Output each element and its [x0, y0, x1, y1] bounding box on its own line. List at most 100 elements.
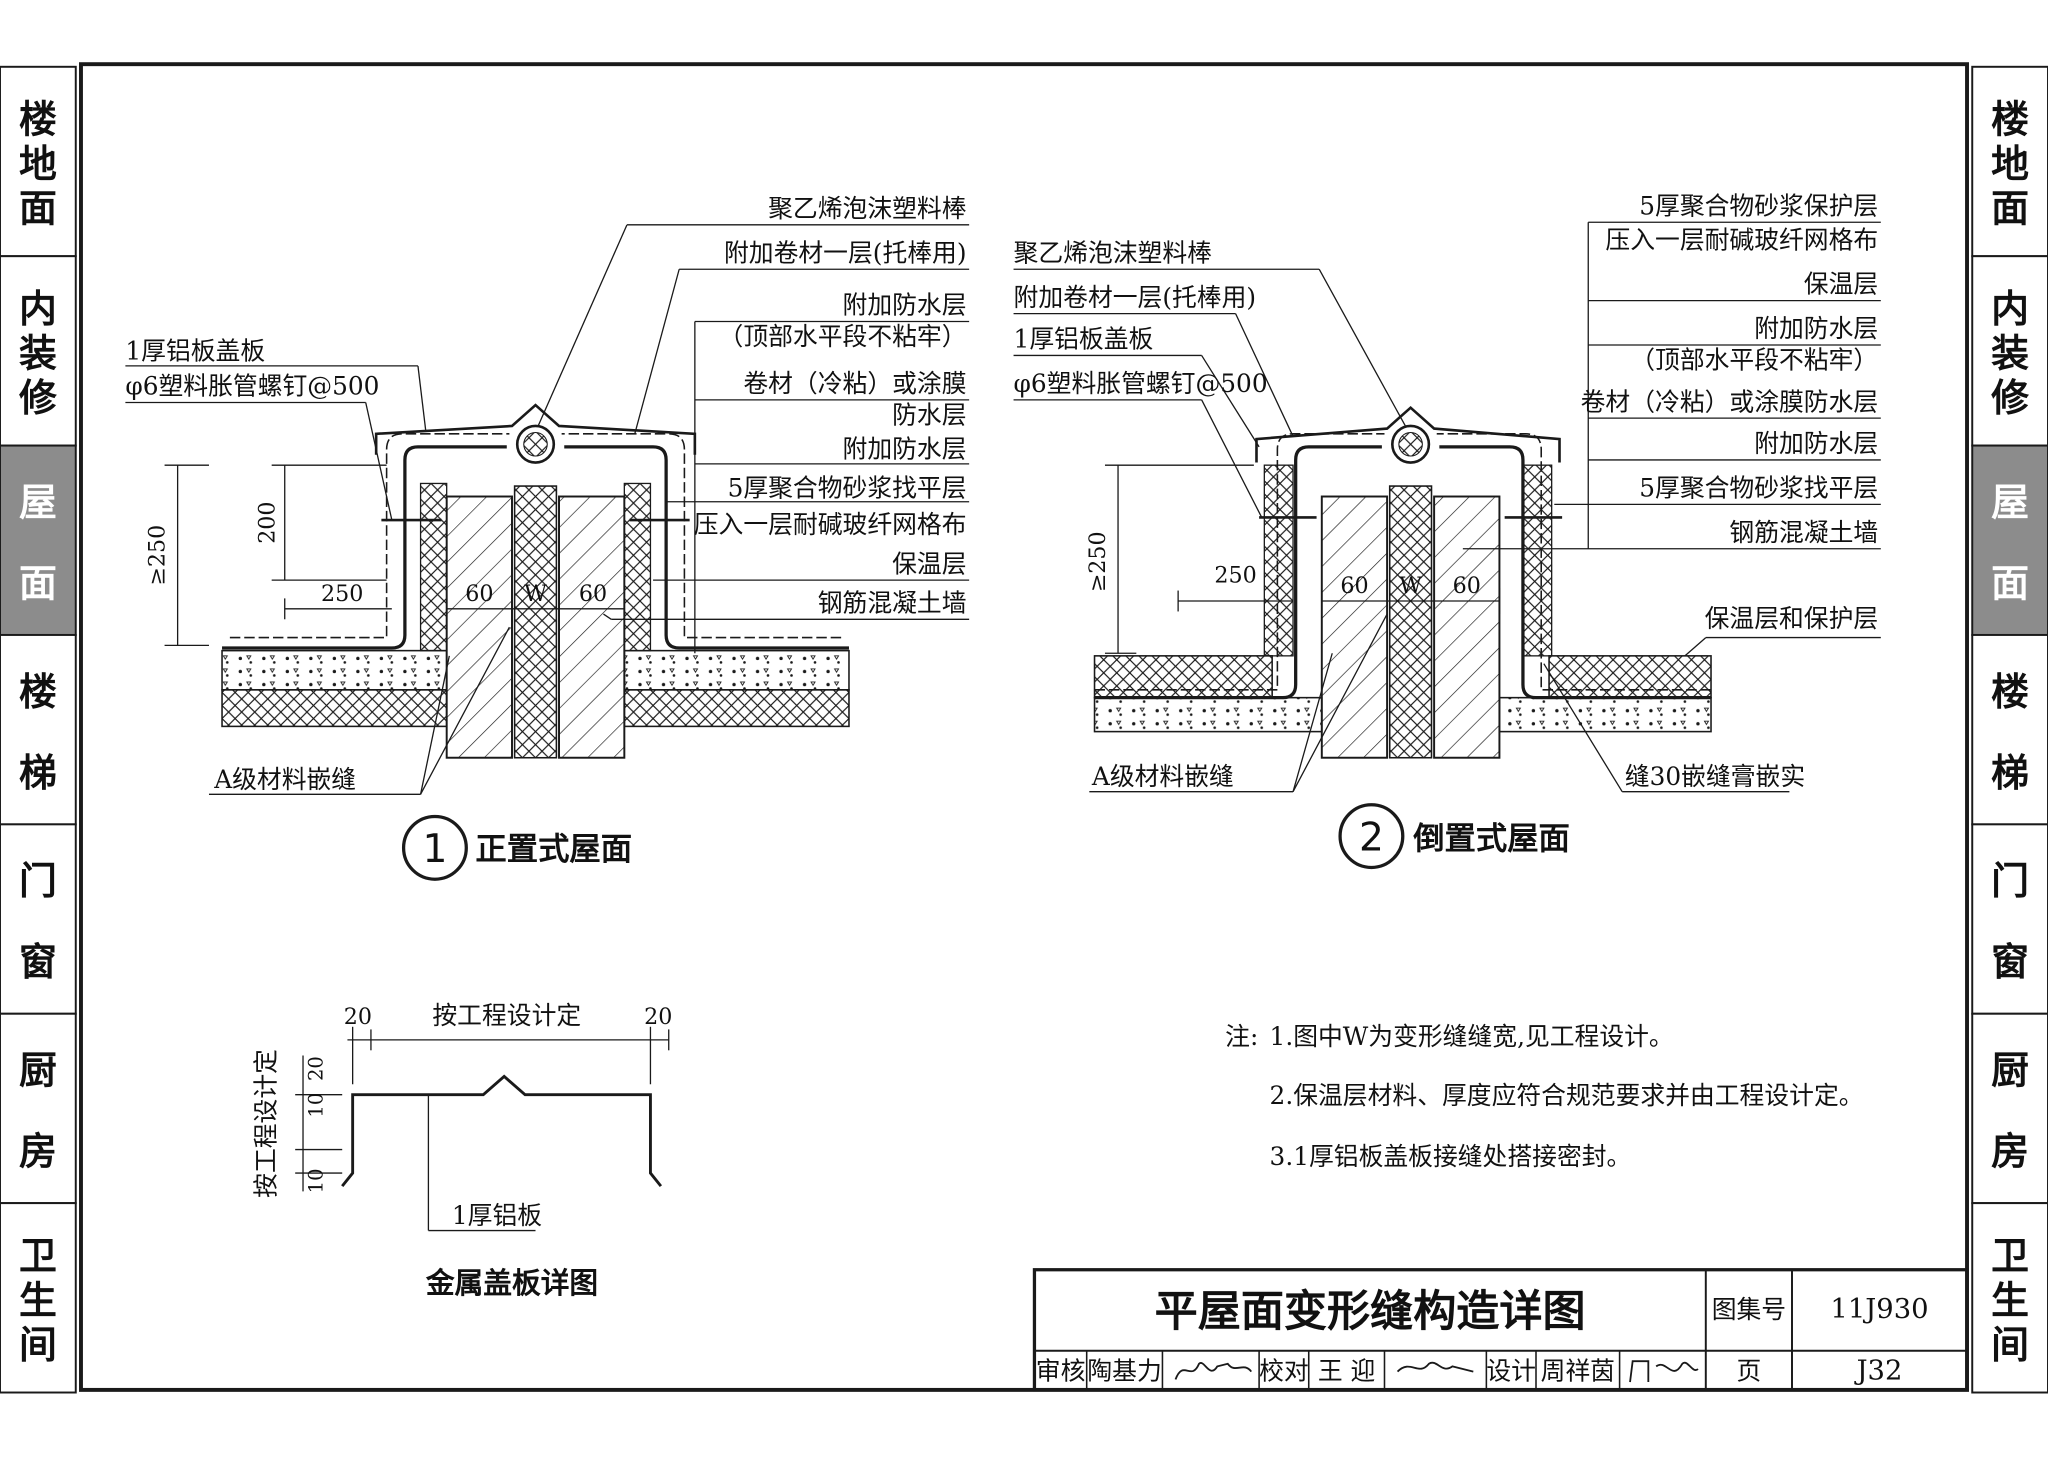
side-tab-right-3[interactable]: 屋面 — [1971, 444, 2048, 636]
side-tab-label: 楼地面 — [19, 98, 57, 231]
side-tab-label: 楼地面 — [1991, 98, 2029, 231]
d1-label-mesh: 压入一层耐碱玻纤网格布 — [694, 510, 967, 539]
side-tab-left-7[interactable]: 卫生间 — [0, 1202, 77, 1394]
side-tab-label: 内装修 — [1991, 287, 2030, 420]
dim-flat: 250 — [321, 581, 363, 607]
cover-title: 金属盖板详图 — [425, 1266, 598, 1300]
dim-total-height: ≥250 — [145, 525, 171, 586]
side-tab-label: 屋面 — [19, 480, 57, 605]
cover-height-label: 按工程设计定 — [251, 1049, 280, 1198]
side-tab-label: 楼梯 — [19, 670, 57, 795]
side-tab-background — [0, 255, 77, 447]
side-tab-label: 门窗 — [1991, 859, 2029, 984]
side-tab-right-7[interactable]: 卫生间 — [1971, 1202, 2048, 1394]
side-tab-left-2[interactable]: 内装修 — [0, 255, 77, 447]
side-tab-right-2[interactable]: 内装修 — [1971, 255, 2048, 447]
cover-material: 1厚铝板 — [452, 1201, 542, 1230]
side-tab-right-4[interactable]: 楼梯 — [1971, 633, 2048, 826]
right-upstand-insulation — [1522, 464, 1553, 657]
design-label: 设计 — [1486, 1356, 1536, 1385]
foam-rod — [515, 424, 556, 464]
dim-joint: W — [1399, 573, 1422, 599]
dim-left-wall: 60 — [465, 581, 493, 607]
note-3: 3.1厚铝板盖板接缝处搭接密封。 — [1270, 1142, 1632, 1171]
dim-right-wall: 60 — [579, 581, 607, 607]
note-2: 2.保温层材料、厚度应符合规范要求并由工程设计定。 — [1270, 1081, 1864, 1110]
d2-number-circle — [1338, 803, 1405, 870]
cover-dim-top: 20 — [305, 1056, 328, 1081]
side-tab-left-3[interactable]: 屋面 — [0, 444, 77, 636]
checker-name: 王 迎 — [1318, 1356, 1375, 1385]
d2-label-sealant: 缝30嵌缝膏嵌实 — [1625, 762, 1805, 791]
d1-label-foam-rod: 聚乙烯泡沫塑料棒 — [768, 194, 967, 223]
d1-label-insulation: 保温层 — [892, 549, 966, 578]
designer-name: 周祥茵 — [1541, 1356, 1615, 1385]
d2-label-insulation: 保温层 — [1804, 270, 1878, 299]
cover-detail: 按工程设计定 20 20 按工程设计定 20 10 10 1厚铝板 金属盖板详图 — [251, 1001, 672, 1300]
side-tab-background — [1971, 255, 2048, 447]
aluminium-cover — [1255, 405, 1561, 463]
right-membrane — [564, 445, 849, 650]
atlas-label: 图集号 — [1712, 1295, 1786, 1324]
dim-right-wall: 60 — [1453, 573, 1481, 599]
side-tab-background — [1971, 444, 2048, 636]
right-concrete-wall — [558, 495, 626, 759]
d2-label-additional-membrane: 附加卷材一层(托棒用) — [1014, 283, 1257, 312]
side-tab-label: 楼梯 — [1991, 670, 2029, 795]
detail-2-section: ≥250 250 60 W 60 — [1013, 191, 1881, 870]
side-tab-label: 屋面 — [1991, 480, 2029, 605]
side-tab-left-5[interactable]: 门窗 — [0, 823, 77, 1015]
side-tab-background — [1971, 1202, 2048, 1394]
d2-title: 倒置式屋面 — [1412, 821, 1570, 857]
d2-label-cover: 1厚铝板盖板 — [1014, 325, 1154, 354]
d1-number-circle — [401, 814, 468, 881]
cover-dimensions — [295, 1026, 670, 1232]
side-tab-left-6[interactable]: 厨房 — [0, 1012, 77, 1205]
d1-label-concrete-wall: 钢筋混凝土墙 — [818, 588, 967, 617]
dim-joint: W — [524, 581, 547, 607]
d2-label-screed: 5厚聚合物砂浆找平层 — [1639, 474, 1878, 503]
side-tab-left-4[interactable]: 楼梯 — [0, 633, 77, 826]
dim-total-height: ≥250 — [1085, 531, 1111, 592]
side-tab-right-1[interactable]: 楼地面 — [1971, 65, 2048, 258]
side-tab-label: 厨房 — [19, 1049, 57, 1174]
title-block: 平屋面变形缝构造详图 图集号 11J930 页 J32 审核 陶基力 校对 王 … — [1032, 1268, 1969, 1392]
d2-label-mesh: 压入一层耐碱玻纤网格布 — [1605, 225, 1878, 254]
d1-label-screed: 5厚聚合物砂浆找平层 — [728, 474, 967, 503]
d1-label-a-grade: A级材料嵌缝 — [213, 765, 356, 794]
d1-label-membrane: 卷材（冷粘）或涂膜 — [743, 369, 966, 398]
d1-title: 正置式屋面 — [475, 832, 632, 868]
right-membrane — [1439, 445, 1712, 700]
side-tab-background — [1971, 633, 2048, 826]
foam-rod — [1391, 424, 1431, 464]
side-tab-left-1[interactable]: 楼地面 — [0, 65, 77, 258]
left-screed — [1093, 696, 1323, 733]
right-screed — [1498, 696, 1712, 733]
review-label: 审核 — [1036, 1356, 1086, 1385]
left-upstand-insulation — [419, 482, 448, 652]
d2-label-protection: 5厚聚合物砂浆保护层 — [1639, 191, 1878, 220]
dim-upturn: 200 — [254, 501, 280, 543]
atlas-number: 11J930 — [1830, 1294, 1928, 1325]
reviewer-name: 陶基力 — [1087, 1356, 1161, 1385]
d1-label-additional-waterproof-2: 附加防水层 — [843, 434, 967, 463]
left-membrane — [1094, 445, 1382, 700]
side-tab-right-6[interactable]: 厨房 — [1971, 1012, 2048, 1205]
left-upstand-insulation — [1263, 464, 1294, 657]
side-tab-background — [0, 633, 77, 826]
d2-label-screw: φ6塑料胀管螺钉@500 — [1014, 369, 1268, 398]
side-tab-label: 厨房 — [1991, 1049, 2029, 1174]
left-insulation — [221, 689, 448, 728]
d2-number: 2 — [1359, 815, 1384, 860]
joint-filler — [513, 485, 558, 759]
side-tab-label: 门窗 — [19, 859, 57, 984]
side-tab-right-5[interactable]: 门窗 — [1971, 823, 2048, 1015]
dim-flat: 250 — [1214, 563, 1256, 589]
right-concrete-wall — [1433, 495, 1501, 759]
side-tab-background — [0, 444, 77, 636]
d1-label-waterproof-layer: 防水层 — [892, 400, 966, 429]
detail-1-leaders — [125, 224, 970, 795]
side-tab-background — [1971, 65, 2048, 258]
left-membrane — [222, 445, 507, 650]
